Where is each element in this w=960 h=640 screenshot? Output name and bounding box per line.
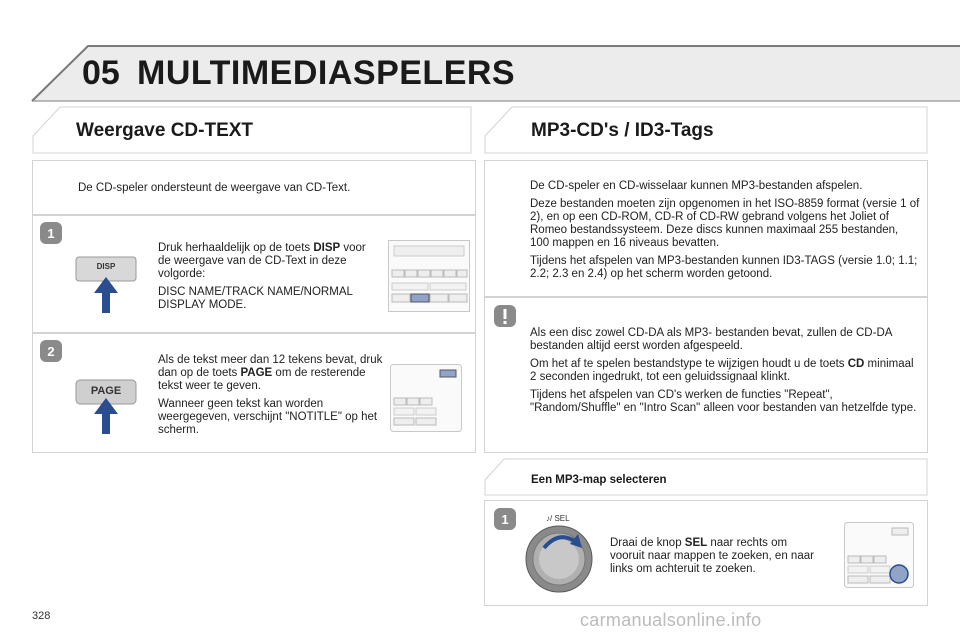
step-badge-1-icon xyxy=(40,222,62,244)
step-badge-2-label: 2 xyxy=(47,344,55,359)
step1-text: Druk herhaaldelijk op de toets DISP voor… xyxy=(158,242,366,311)
radio-panel-sel-icon xyxy=(844,522,914,588)
step-badge-1-label: 1 xyxy=(47,226,55,241)
mp3-folder-title-banner xyxy=(484,458,928,496)
warning-box xyxy=(484,297,928,453)
right-section-title: MP3-CD's / ID3-Tags xyxy=(531,120,714,141)
page-button-icon xyxy=(75,379,137,434)
intro-box xyxy=(32,160,476,215)
radio-panel-page-icon xyxy=(390,364,462,432)
intro-text: De CD-speler ondersteunt de weergave van… xyxy=(78,182,351,194)
step-badge-sel-label: 1 xyxy=(501,512,509,527)
sel-step-text: Draai de knop SEL naar rechts om vooruit… xyxy=(610,537,814,575)
chapter-number: 05 xyxy=(82,54,120,92)
page-button-label: PAGE xyxy=(90,385,122,397)
mp3-folder-title: Een MP3-map selecteren xyxy=(531,474,667,486)
chapter-header: 05 MULTIMEDIASPELERS xyxy=(0,0,960,106)
sel-knob-label: ♪/ SEL xyxy=(546,514,570,523)
mp3-info-text: De CD-speler en CD-wisselaar kunnen MP3-… xyxy=(530,180,920,280)
warning-exclamation-icon xyxy=(494,305,516,327)
step-badge-2-icon xyxy=(40,340,62,362)
watermark: carmanualsonline.info xyxy=(580,610,762,630)
left-section-title: Weergave CD-TEXT xyxy=(76,120,254,141)
step-badge-sel-icon xyxy=(494,508,516,530)
disp-button-icon xyxy=(75,256,137,313)
sel-rotary-knob-icon xyxy=(525,525,593,593)
page-number: 328 xyxy=(32,610,51,622)
header-banner xyxy=(31,45,960,102)
radio-panel-disp-icon xyxy=(388,240,470,312)
left-title-banner xyxy=(32,106,472,154)
mp3-info-box xyxy=(484,160,928,297)
right-title-banner xyxy=(484,106,928,154)
chapter-title: MULTIMEDIASPELERS xyxy=(137,54,516,92)
disp-button-label: DISP xyxy=(96,262,116,271)
warning-text: Als een disc zowel CD-DA als MP3- bestan… xyxy=(530,327,917,414)
step2-text: Als de tekst meer dan 12 tekens bevat, d… xyxy=(158,354,383,436)
